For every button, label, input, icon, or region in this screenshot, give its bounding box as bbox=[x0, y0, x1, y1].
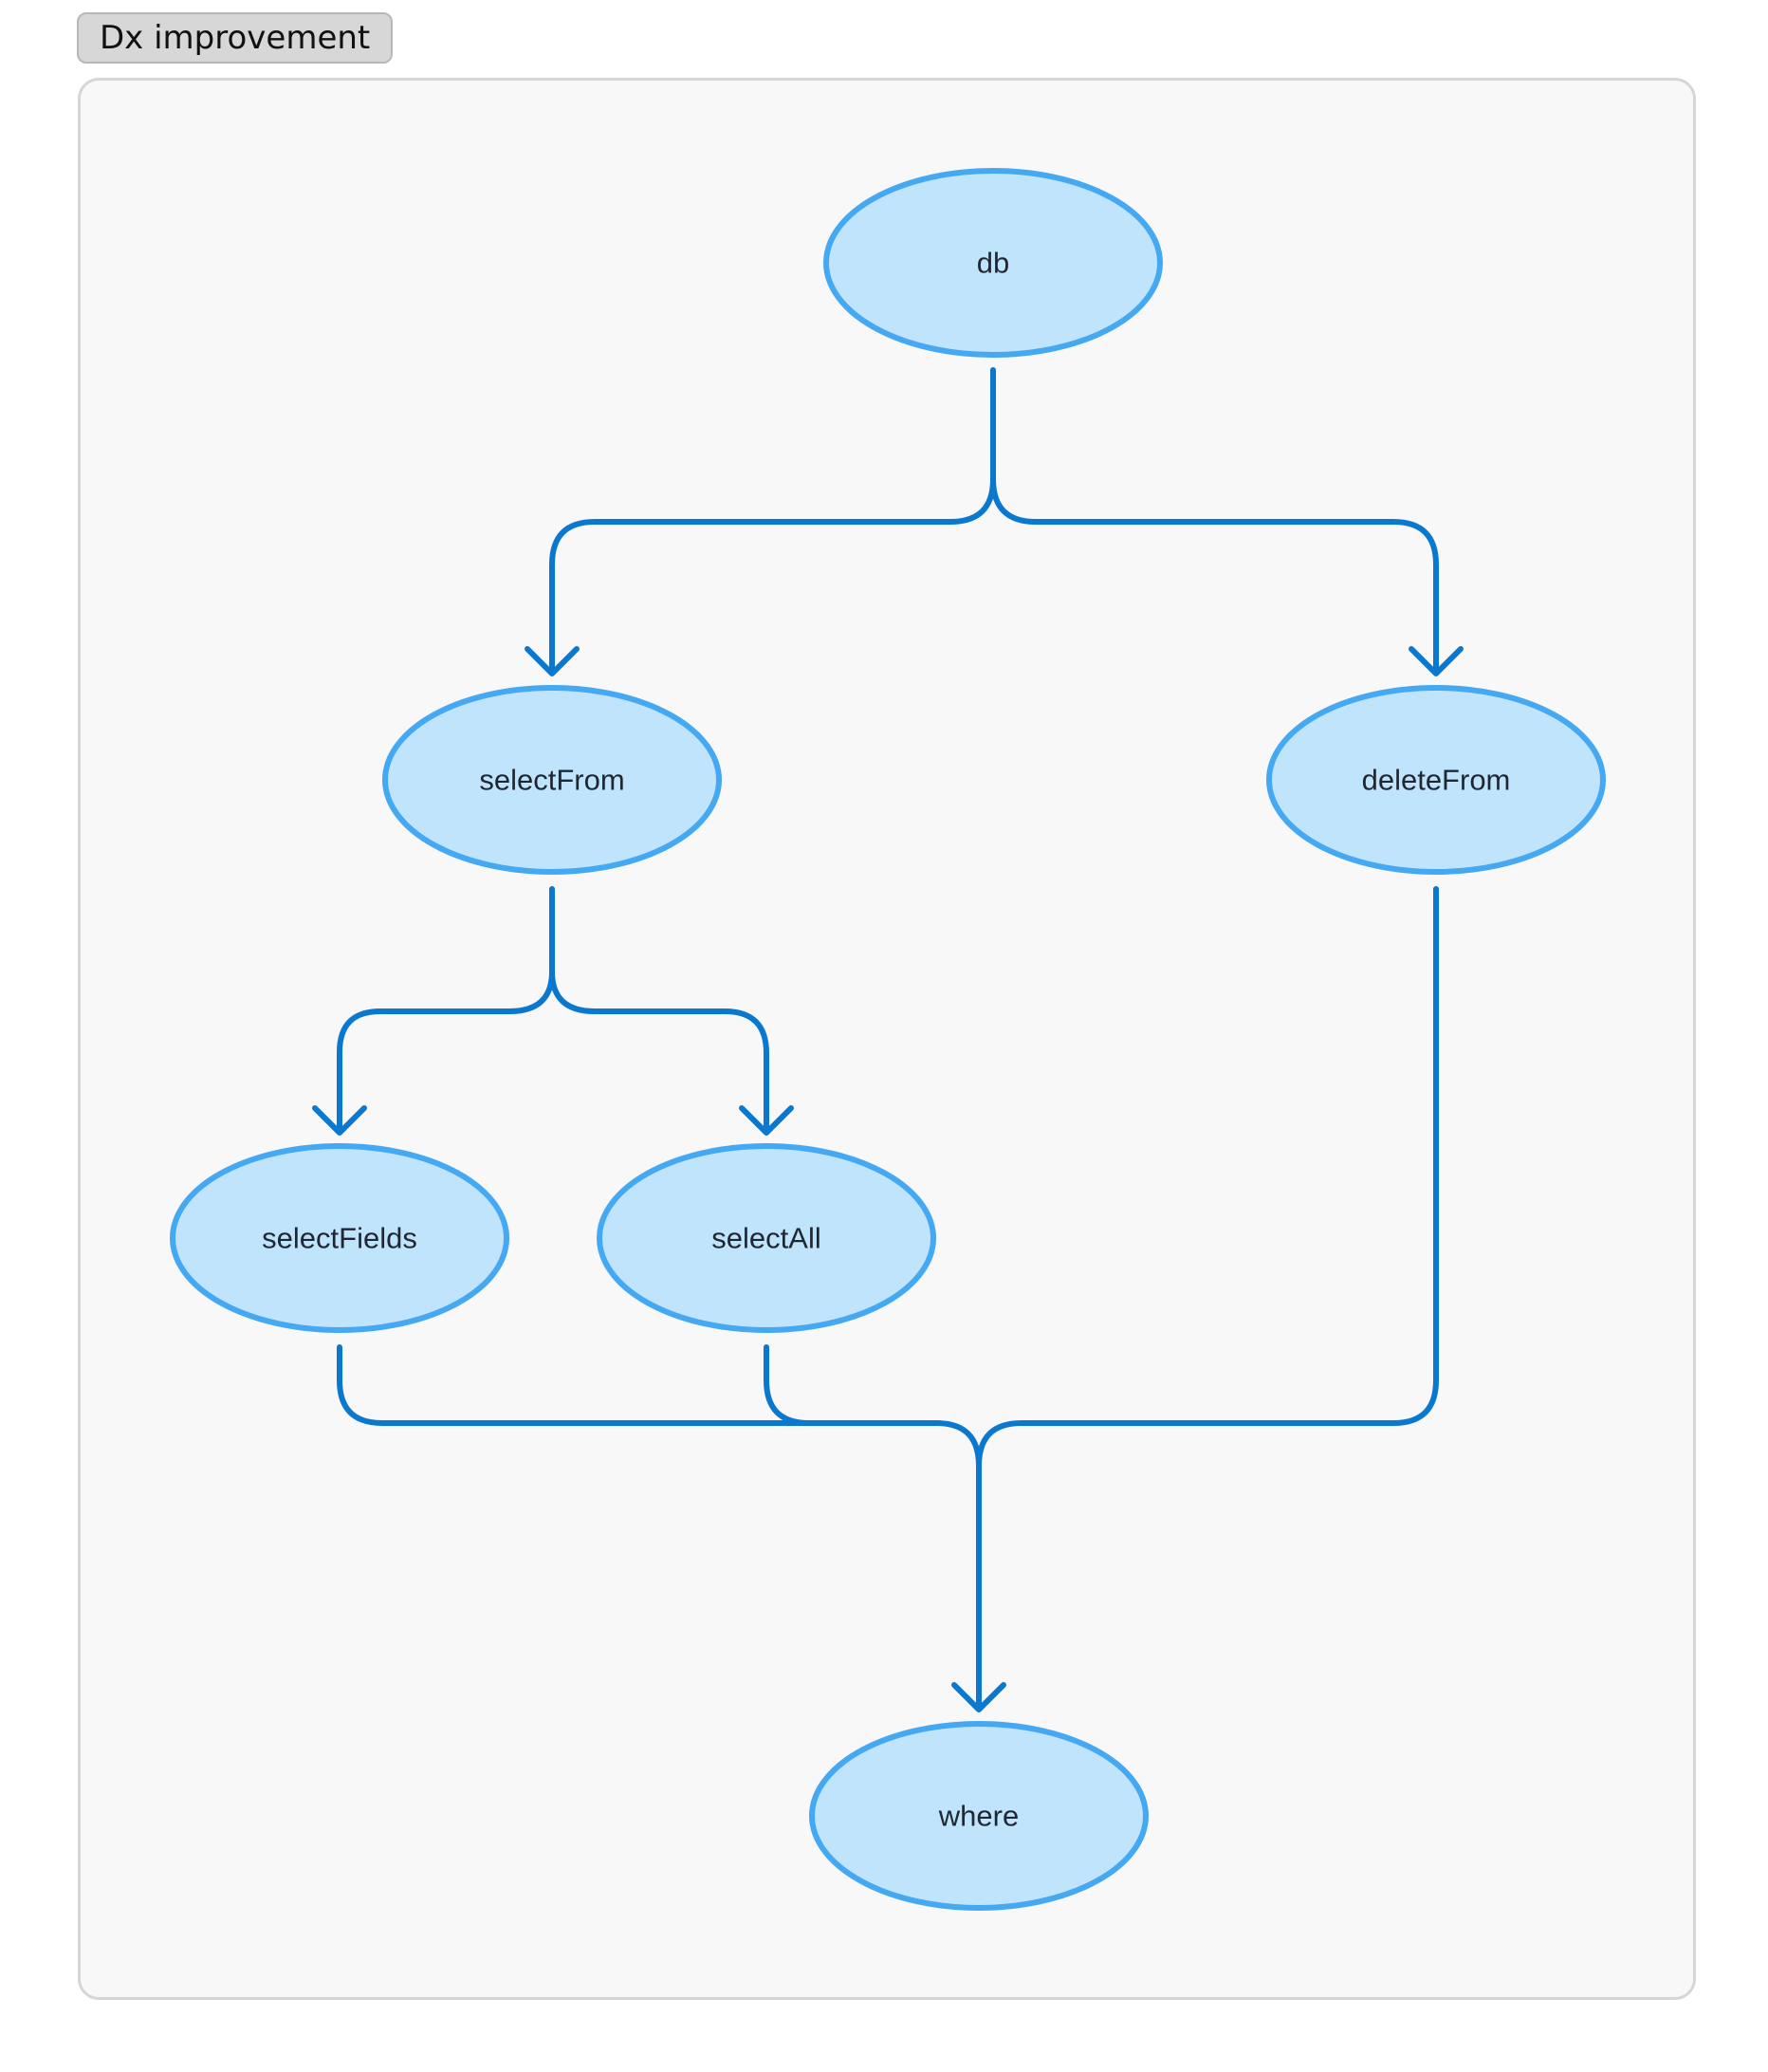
edge-selectFields-to-where bbox=[337, 1344, 1006, 1712]
diagram-panel bbox=[78, 78, 1696, 2000]
edge-selectFrom-to-selectFields bbox=[312, 886, 555, 1136]
edge-db-to-selectFrom bbox=[525, 367, 996, 676]
node-label: where bbox=[938, 1800, 1019, 1833]
node-label: selectAll bbox=[711, 1222, 820, 1255]
edge-deleteFrom-to-where bbox=[976, 886, 1439, 1469]
node-where[interactable]: where bbox=[809, 1721, 1149, 1911]
node-deleteFrom[interactable]: deleteFrom bbox=[1266, 685, 1606, 875]
node-selectAll[interactable]: selectAll bbox=[597, 1143, 936, 1333]
edge-db-to-deleteFrom bbox=[990, 476, 1464, 676]
edge-selectAll-to-where bbox=[764, 1344, 812, 1426]
node-label: db bbox=[977, 247, 1009, 280]
node-label: selectFrom bbox=[479, 764, 624, 797]
node-selectFrom[interactable]: selectFrom bbox=[382, 685, 722, 875]
edges-layer bbox=[312, 367, 1464, 1712]
node-selectFields[interactable]: selectFields bbox=[170, 1143, 509, 1333]
node-db[interactable]: db bbox=[823, 168, 1163, 358]
node-label: deleteFrom bbox=[1362, 764, 1511, 797]
node-label: selectFields bbox=[262, 1222, 417, 1255]
diagram-title-tag: Dx improvement bbox=[77, 12, 394, 64]
edge-selectFrom-to-selectAll bbox=[549, 969, 794, 1136]
